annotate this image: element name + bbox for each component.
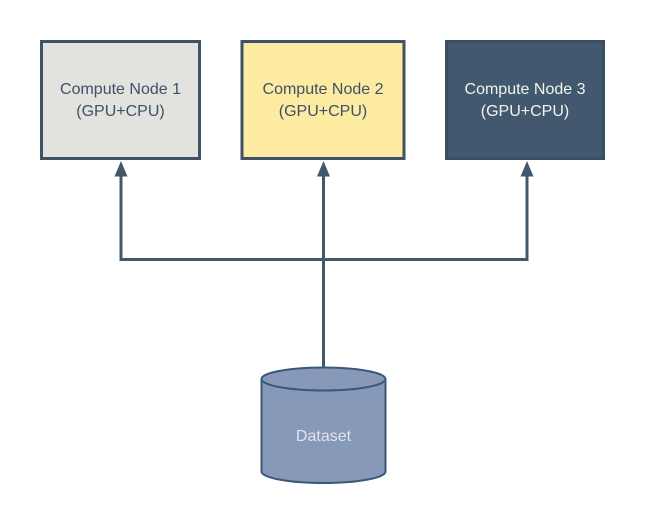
connector-group — [119, 174, 529, 368]
node-compute-3-title: Compute Node 3 — [465, 81, 586, 98]
dataset-cylinder-body — [260, 379, 387, 484]
dataset-node: Dataset — [260, 366, 387, 484]
node-compute-3-subtitle: (GPU+CPU) — [481, 103, 569, 120]
node-compute-2: Compute Node 2 (GPU+CPU) — [240, 40, 406, 160]
node-compute-3-box — [445, 40, 605, 160]
arrow-up-icon — [114, 161, 128, 177]
node-compute-1-box — [40, 40, 201, 160]
node-compute-1-subtitle: (GPU+CPU) — [76, 103, 164, 120]
node-compute-1-title: Compute Node 1 — [60, 81, 181, 98]
arrowhead-group — [114, 161, 534, 177]
node-compute-2-box — [240, 40, 406, 160]
arrow-up-icon — [317, 161, 330, 177]
node-compute-1: Compute Node 1 (GPU+CPU) — [40, 40, 201, 160]
node-compute-2-subtitle: (GPU+CPU) — [279, 103, 367, 120]
arrow-up-icon — [520, 161, 534, 177]
dataset-cylinder-top — [260, 366, 387, 392]
node-compute-2-title: Compute Node 2 — [263, 81, 384, 98]
dataset-label: Dataset — [296, 428, 352, 445]
node-compute-3: Compute Node 3 (GPU+CPU) — [445, 40, 605, 160]
